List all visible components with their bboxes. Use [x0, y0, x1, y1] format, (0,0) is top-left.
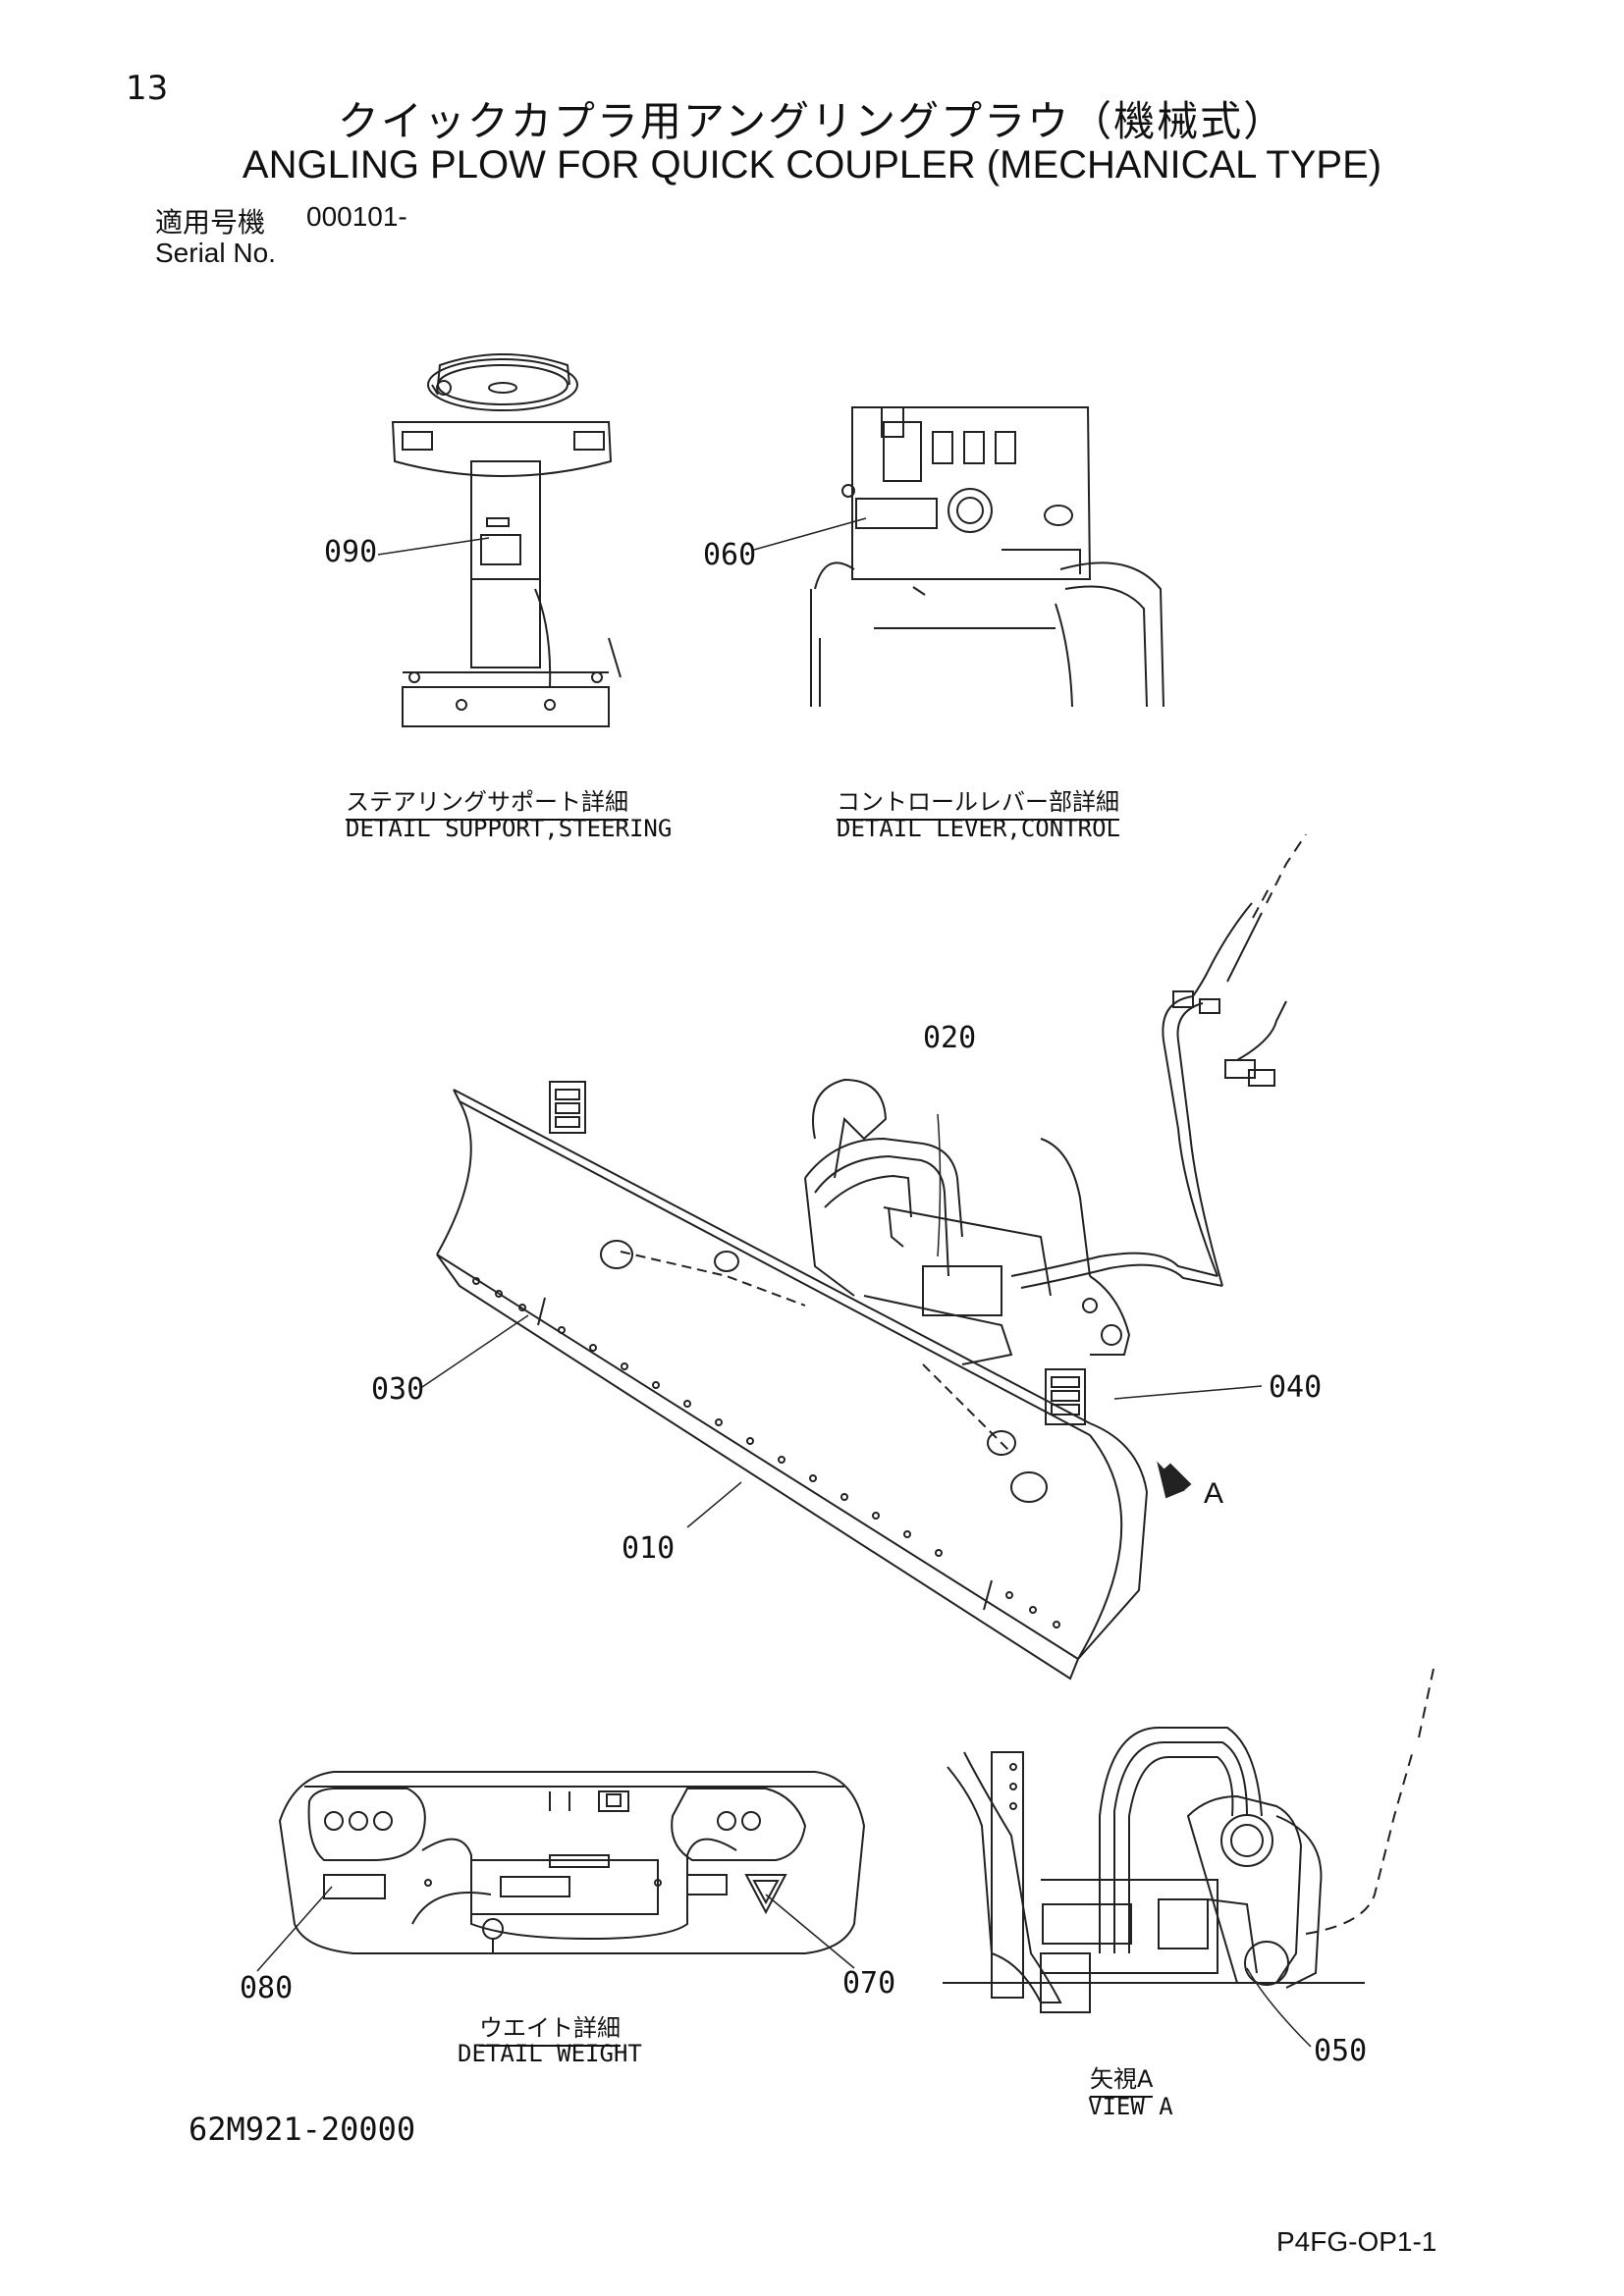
page-title-english: ANGLING PLOW FOR QUICK COUPLER (MECHANIC… [242, 143, 1382, 187]
serial-label-japanese: 適用号機 [155, 206, 266, 239]
caption-weight-japanese: ウエイト詳細 [479, 2008, 621, 2047]
caption-weight-english: DETAIL WEIGHT [458, 2040, 642, 2067]
serial-label-english: Serial No. [155, 238, 276, 268]
part-label-010: 010 [622, 1531, 676, 1566]
page-number: 13 [126, 69, 169, 108]
view-a-drawing [943, 1668, 1435, 2013]
weight-detail-drawing [278, 1771, 866, 1954]
serial-number-value: 000101- [306, 201, 407, 232]
page-title-japanese: クイックカプラ用アングリングプラウ（機械式） [337, 97, 1287, 145]
caption-lever-english: DETAIL LEVER,CONTROL [837, 815, 1120, 842]
part-label-030: 030 [371, 1372, 425, 1407]
part-label-070: 070 [842, 1966, 896, 2001]
caption-steering-japanese: ステアリングサポート詳細 [346, 782, 628, 821]
leader-lines [256, 517, 1312, 2048]
caption-lever-japanese: コントロールレバー部詳細 [837, 782, 1119, 821]
part-label-090: 090 [324, 535, 378, 569]
part-label-080: 080 [240, 1971, 294, 2005]
page-code: P4FG-OP1-1 [1276, 2226, 1437, 2257]
steering-support-drawing [391, 353, 622, 727]
part-label-060: 060 [703, 538, 757, 572]
part-label-050: 050 [1314, 2034, 1368, 2068]
view-arrow-label: A [1204, 1477, 1224, 1510]
part-label-040: 040 [1269, 1370, 1323, 1405]
plow-main-drawing [436, 833, 1307, 1681]
caption-view-a-english: VIEW A [1088, 2093, 1173, 2120]
part-label-020: 020 [923, 1021, 977, 1055]
caption-steering-english: DETAIL SUPPORT,STEERING [346, 815, 673, 842]
caption-view-a-japanese: 矢視A [1090, 2059, 1154, 2098]
control-lever-drawing [810, 406, 1164, 708]
drawing-number: 62M921-20000 [189, 2110, 416, 2148]
